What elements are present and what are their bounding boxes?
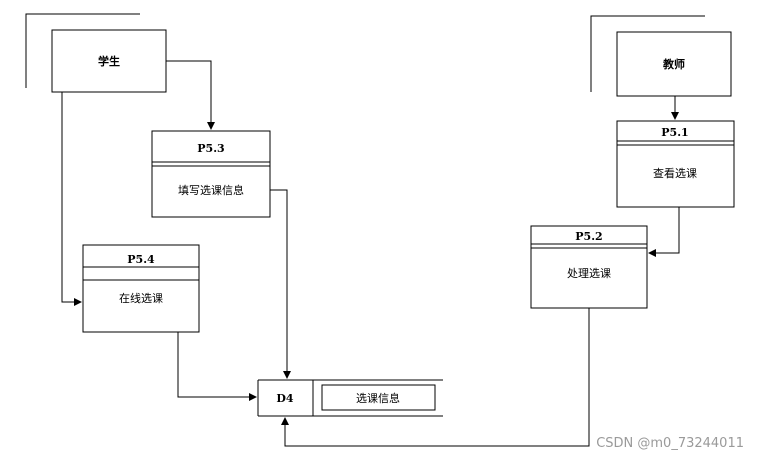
datastore-d4-inner-box [321,384,436,411]
entity-teacher: 教师 [590,15,732,97]
entity-teacher-label: 教师 [662,57,685,71]
entity-student-box [51,29,167,93]
process-p53: P5.3 填写选课信息 [151,130,271,218]
entity-student-label: 学生 [98,54,120,68]
process-p53-id: P5.3 [197,142,224,155]
entity-student: 学生 [25,13,167,93]
entity-teacher-shadow [590,15,705,92]
process-p54-id: P5.4 [127,253,155,266]
process-p51: P5.1 查看选课 [616,120,735,208]
process-p53-label: 填写选课信息 [178,183,244,197]
process-p52-label: 处理选课 [567,267,611,280]
flow-p53-to-d4 [270,189,291,379]
flow-p54-to-d4 [177,332,257,401]
datastore-d4: D4 选课信息 [257,379,443,417]
entity-student-shadow [25,13,140,88]
flow-student-to-p53 [166,60,215,130]
flow-p51-to-p52 [648,207,680,257]
process-p51-box [616,120,735,208]
process-p53-box [151,130,271,218]
process-p52-box [530,225,648,309]
process-p51-label: 查看选课 [653,166,697,180]
process-p54-box [82,244,200,333]
process-p51-id: P5.1 [661,126,688,139]
flow-student-to-p54 [61,92,82,306]
flows [61,60,680,447]
watermark: CSDN @m0_73244011 [596,436,744,451]
process-p54-label: 在线选课 [119,291,163,305]
entity-teacher-box [616,31,732,97]
flow-p52-to-d4 [281,308,590,447]
process-p52-id: P5.2 [575,230,602,243]
datastore-d4-id: D4 [276,392,294,405]
datastore-d4-label: 选课信息 [356,391,400,405]
process-p52: P5.2 处理选课 [530,225,648,309]
process-p54: P5.4 在线选课 [82,244,200,333]
